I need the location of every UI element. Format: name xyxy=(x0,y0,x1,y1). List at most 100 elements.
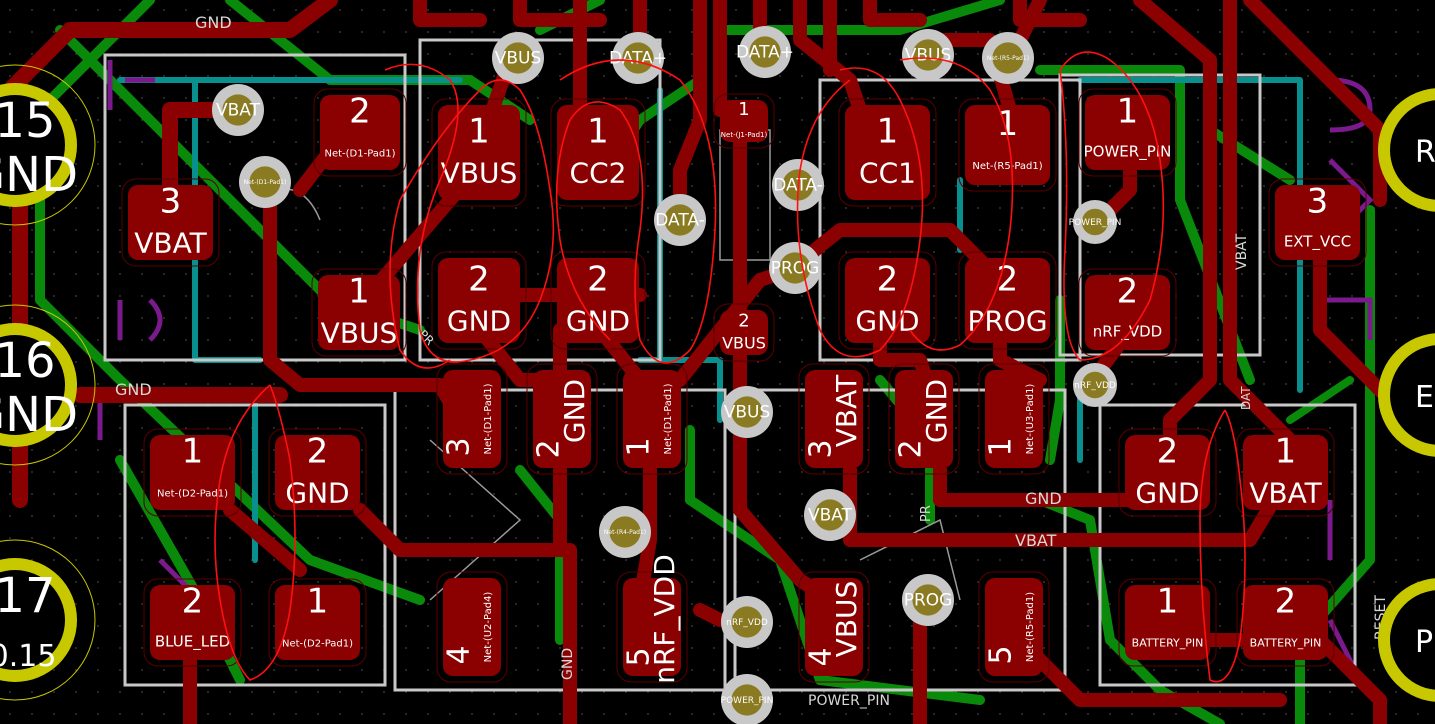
grid-dot xyxy=(493,471,495,473)
grid-dot xyxy=(141,647,143,649)
grid-dot xyxy=(801,449,803,451)
grid-dot xyxy=(823,295,825,297)
grid-dot xyxy=(1395,471,1397,473)
grid-dot xyxy=(779,295,781,297)
grid-dot xyxy=(383,713,385,715)
grid-dot xyxy=(9,471,11,473)
grid-dot xyxy=(471,691,473,693)
grid-dot xyxy=(1087,449,1089,451)
grid-dot xyxy=(427,53,429,55)
grid-dot xyxy=(427,669,429,671)
via-drill xyxy=(1081,208,1109,236)
pad-copper xyxy=(623,578,681,676)
grid-dot xyxy=(273,471,275,473)
green-trace xyxy=(715,0,1005,35)
grid-dot xyxy=(339,691,341,693)
grid-dot xyxy=(823,317,825,319)
grid-dot xyxy=(669,119,671,121)
grid-dot xyxy=(1043,9,1045,11)
grid-dot xyxy=(229,207,231,209)
grid-dot xyxy=(515,449,517,451)
grid-dot xyxy=(1395,339,1397,341)
grid-dot xyxy=(53,9,55,11)
annotation-loop xyxy=(1199,409,1246,683)
grid-dot xyxy=(141,669,143,671)
grid-dot xyxy=(295,163,297,165)
grid-dot xyxy=(1263,691,1265,693)
grid-dot xyxy=(955,471,957,473)
grid-dot xyxy=(1219,97,1221,99)
green-trace xyxy=(1286,376,1354,424)
grid-dot xyxy=(955,31,957,33)
grid-dot xyxy=(1395,31,1397,33)
grid-dot xyxy=(1219,53,1221,55)
grid-dot xyxy=(537,361,539,363)
grid-dot xyxy=(31,9,33,11)
back-silk-mark xyxy=(1329,77,1373,133)
grid-dot xyxy=(1197,31,1199,33)
via-nrf-vdd: nRF_VDD xyxy=(721,596,773,648)
via-label: DATA+ xyxy=(609,49,667,69)
battery-trace xyxy=(1313,633,1387,724)
grid-dot xyxy=(537,691,539,693)
grid-dot xyxy=(889,207,891,209)
pad-clearance xyxy=(713,303,775,362)
grid-dot xyxy=(97,251,99,253)
grid-dot xyxy=(757,449,759,451)
grid-dot xyxy=(1219,603,1221,605)
grid-dot xyxy=(141,273,143,275)
grid-dot xyxy=(207,669,209,671)
annotation-loop xyxy=(384,63,555,369)
grid-dot xyxy=(691,559,693,561)
via-label: POWER_PIN xyxy=(1069,218,1122,228)
grid-dot xyxy=(515,427,517,429)
grid-dot xyxy=(405,669,407,671)
grid-dot xyxy=(603,559,605,561)
grid-dot xyxy=(691,647,693,649)
grid-dot xyxy=(713,207,715,209)
grid-dot xyxy=(493,31,495,33)
grid-dot xyxy=(361,493,363,495)
grid-dot xyxy=(207,273,209,275)
grid-dot xyxy=(669,339,671,341)
grid-dot xyxy=(207,317,209,319)
pad-number: 1 xyxy=(587,112,609,152)
grid-dot xyxy=(229,559,231,561)
grid-dot xyxy=(97,273,99,275)
grid-dot xyxy=(295,669,297,671)
grid-dot xyxy=(1043,405,1045,407)
pad-number: 1 xyxy=(877,112,899,152)
grid-dot xyxy=(1175,669,1177,671)
silk-outline xyxy=(1058,73,1262,357)
grid-dot xyxy=(273,669,275,671)
grid-dot xyxy=(1351,603,1353,605)
grid-dot xyxy=(1263,339,1265,341)
grid-dot xyxy=(1395,295,1397,297)
pad-clearance xyxy=(431,251,527,350)
grid-dot xyxy=(889,9,891,11)
grid-dot xyxy=(581,229,583,231)
pad-copper xyxy=(533,370,591,468)
grid-dot xyxy=(317,141,319,143)
grid-dot xyxy=(53,273,55,275)
pad-clearance xyxy=(313,88,407,177)
grid-dot xyxy=(955,141,957,143)
grid-dot xyxy=(141,471,143,473)
grid-dot xyxy=(999,207,1001,209)
red-pen-annotations xyxy=(214,51,1246,683)
grid-dot xyxy=(317,119,319,121)
copper-trace xyxy=(1243,0,1387,207)
grid-dot xyxy=(779,75,781,77)
pad-number: 4 xyxy=(442,645,477,664)
grid-dot xyxy=(1351,141,1353,143)
grid-dot xyxy=(933,207,935,209)
grid-dot xyxy=(163,339,165,341)
grid-dot xyxy=(1087,9,1089,11)
grid-dot xyxy=(757,493,759,495)
grid-dot xyxy=(141,317,143,319)
grid-dot xyxy=(361,9,363,11)
